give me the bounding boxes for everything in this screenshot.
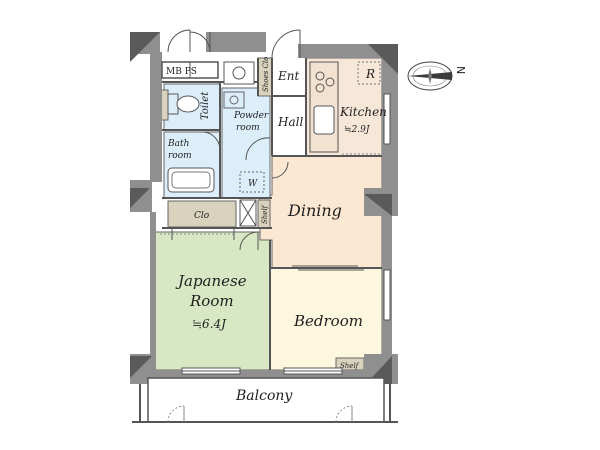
shelf-lower-label: Shelf (340, 362, 360, 370)
washing-machine (223, 61, 255, 85)
doors (167, 29, 364, 271)
bathtub (167, 167, 215, 193)
balcony (132, 377, 398, 423)
kitchen-r-label: R (365, 67, 375, 81)
kitchen-sink (313, 105, 335, 135)
toilet-label: Toilet (200, 91, 211, 120)
compass-icon (407, 61, 453, 91)
bedroom-fill (269, 267, 383, 371)
w-label: W (248, 179, 258, 189)
toilet-bowl (167, 93, 200, 115)
powder-room-label-line2: room (236, 123, 260, 133)
shelf-cross-box (239, 199, 257, 227)
kitchen-label: Kitchen (339, 105, 387, 119)
clo-label: Clo (194, 211, 210, 221)
bedroom-label: Bedroom (293, 312, 363, 330)
washer-space (239, 171, 265, 193)
compass-north-label: N (454, 66, 467, 74)
japanese-room-fill (151, 231, 271, 371)
balcony-label: Balcony (235, 388, 293, 404)
windows (181, 93, 391, 375)
corner-pillars (130, 32, 398, 384)
japanese-room-label-line1: Japanese (175, 272, 247, 290)
ent-label: Ent (277, 69, 299, 83)
stove-burners-icon (315, 71, 335, 93)
powder-room-label-line1: Powder (233, 111, 269, 121)
refrigerator-space (357, 61, 381, 85)
hall-label: Hall (277, 115, 303, 129)
bath-room-label-line1: Bath (167, 139, 189, 149)
interior-walls (162, 58, 382, 370)
clo-fill (167, 200, 237, 228)
shoes-clo-label: Shoes Clo (262, 57, 270, 92)
dining-label: Dining (287, 201, 342, 220)
mb-ps-box (161, 61, 219, 79)
shelf-upper-label: Shelf (261, 204, 269, 224)
japanese-room-label-line2: Room (189, 292, 234, 310)
mb-ps-label: MB PS (166, 67, 197, 77)
powder-room-fill (221, 87, 271, 199)
sink-basin (223, 91, 245, 109)
japanese-room-area-label: ≒6.4J (192, 317, 227, 331)
bath-room-label-line2: room (168, 151, 192, 161)
kitchen-area-label: ≒2.9J (344, 125, 371, 135)
kitchen-counter (309, 61, 339, 153)
